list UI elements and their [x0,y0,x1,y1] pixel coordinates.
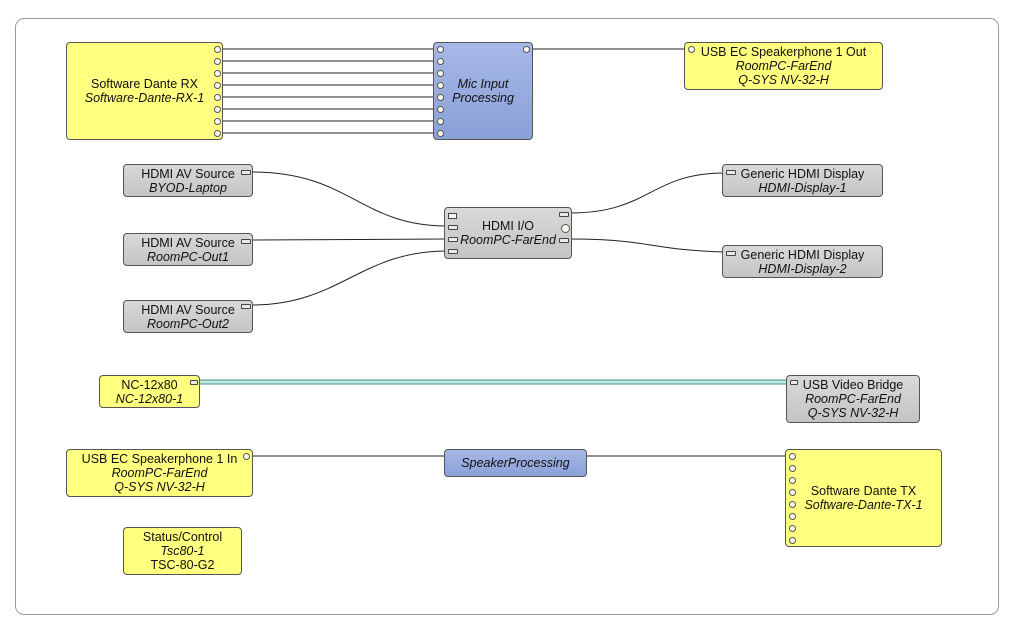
block-name: HDMI AV Source [141,302,235,317]
usb-speakerphone-in-block[interactable]: USB EC Speakerphone 1 In RoomPC-FarEnd Q… [66,449,253,497]
input-port[interactable] [789,477,796,484]
hdmi-av-source-out2-block[interactable]: HDMI AV Source RoomPC-Out2 [123,300,253,333]
output-port[interactable] [523,46,530,53]
block-name: Generic HDMI Display [740,166,865,181]
block-instance: RoomPC-FarEnd [805,392,901,406]
block-instance: RoomPC-FarEnd [111,466,208,480]
block-name: Mic Input [457,77,509,91]
hdmi-input-port[interactable] [726,170,736,175]
block-name: Generic HDMI Display [740,247,865,262]
output-port[interactable] [214,70,221,77]
mic-input-processing-block[interactable]: Mic Input Processing [433,42,533,140]
input-port[interactable] [789,525,796,532]
input-port[interactable] [437,106,444,113]
block-instance: BYOD-Laptop [149,180,227,195]
hdmi-input-port[interactable] [448,237,458,242]
control-port[interactable] [561,224,570,233]
output-port[interactable] [214,94,221,101]
hdmi-input-port[interactable] [448,225,458,230]
block-name: NC-12x80 [121,377,178,392]
input-port[interactable] [437,46,444,53]
video-port[interactable] [448,213,457,219]
input-port[interactable] [789,465,796,472]
block-instance: RoomPC-Out2 [147,316,229,331]
block-instance: HDMI-Display-1 [758,180,847,195]
block-model: Q-SYS NV-32-H [738,73,829,87]
hdmi-output-port[interactable] [559,238,569,243]
block-model: Q-SYS NV-32-H [807,406,899,420]
status-control-block[interactable]: Status/Control Tsc80-1 TSC-80-G2 [123,527,242,575]
input-port[interactable] [437,82,444,89]
input-port[interactable] [437,118,444,125]
block-name: SpeakerProcessing [461,456,570,470]
hdmi-av-source-out1-block[interactable]: HDMI AV Source RoomPC-Out1 [123,233,253,266]
block-instance: Tsc80-1 [160,544,205,558]
hdmi-io-block[interactable]: HDMI I/O RoomPC-FarEnd [444,207,572,259]
input-port[interactable] [789,453,796,460]
hdmi-input-port[interactable] [726,251,736,256]
nc-camera-block[interactable]: NC-12x80 NC-12x80-1 [99,375,200,408]
hdmi-input-port[interactable] [448,249,458,254]
output-port[interactable] [214,82,221,89]
input-port[interactable] [789,489,796,496]
block-model: TSC-80-G2 [150,558,215,572]
block-instance: Software-Dante-RX-1 [84,91,205,105]
block-name: USB EC Speakerphone 1 Out [700,45,867,59]
usb-speakerphone-out-block[interactable]: USB EC Speakerphone 1 Out RoomPC-FarEnd … [684,42,883,90]
block-instance: HDMI-Display-2 [758,261,847,276]
output-port[interactable] [214,106,221,113]
input-port[interactable] [789,513,796,520]
software-dante-tx-block[interactable]: Software Dante TX Software-Dante-TX-1 [785,449,942,547]
block-instance: RoomPC-Out1 [147,249,229,264]
hdmi-output-port[interactable] [241,304,251,309]
usb-video-port[interactable] [790,380,798,385]
input-port[interactable] [789,537,796,544]
block-instance: Software-Dante-TX-1 [804,498,923,512]
block-instance: RoomPC-FarEnd [460,233,556,247]
input-port[interactable] [437,70,444,77]
block-name: USB EC Speakerphone 1 In [81,452,238,466]
block-instance: RoomPC-FarEnd [735,59,832,73]
block-instance: NC-12x80-1 [115,391,184,406]
block-name: Status/Control [142,530,223,544]
hdmi-av-source-byod-block[interactable]: HDMI AV Source BYOD-Laptop [123,164,253,197]
output-port[interactable] [214,46,221,53]
block-model: Q-SYS NV-32-H [114,480,205,494]
output-port[interactable] [243,453,250,460]
block-name: Software Dante RX [91,77,198,91]
usb-video-bridge-block[interactable]: USB Video Bridge RoomPC-FarEnd Q-SYS NV-… [786,375,920,423]
block-name-line2: Processing [452,91,514,105]
hdmi-display-1-block[interactable]: Generic HDMI Display HDMI-Display-1 [722,164,883,197]
input-port[interactable] [437,94,444,101]
input-port[interactable] [688,46,695,53]
hdmi-output-port[interactable] [241,239,251,244]
hdmi-display-2-block[interactable]: Generic HDMI Display HDMI-Display-2 [722,245,883,278]
output-port[interactable] [214,130,221,137]
block-name: HDMI AV Source [141,235,235,250]
usb-video-port[interactable] [190,380,198,385]
block-name: USB Video Bridge [802,378,904,392]
block-name: HDMI I/O [481,219,535,233]
block-name: HDMI AV Source [141,166,235,181]
input-port[interactable] [437,58,444,65]
output-port[interactable] [214,118,221,125]
speaker-processing-block[interactable]: SpeakerProcessing [444,449,587,477]
software-dante-rx-block[interactable]: Software Dante RX Software-Dante-RX-1 [66,42,223,140]
hdmi-output-port[interactable] [241,170,251,175]
output-port[interactable] [214,58,221,65]
input-port[interactable] [789,501,796,508]
block-name: Software Dante TX [810,484,917,498]
hdmi-output-port[interactable] [559,212,569,217]
input-port[interactable] [437,130,444,137]
